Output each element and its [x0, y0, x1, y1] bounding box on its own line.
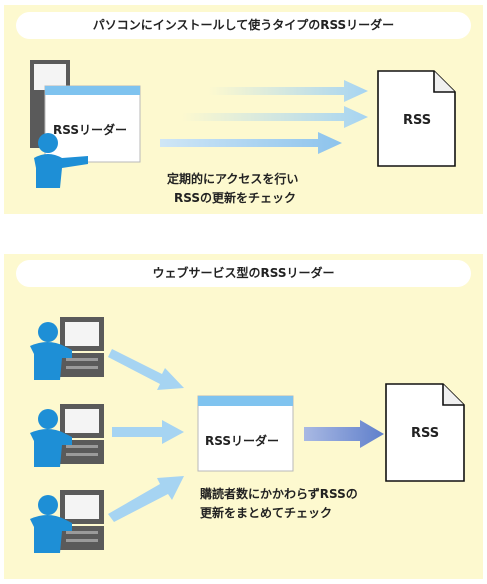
user-arrows-bottom: [108, 349, 184, 522]
caption-bottom-line1: 購読者数にかかわらずRSSの: [200, 487, 358, 501]
request-arrows-top: [160, 80, 368, 154]
reader-label-top: RSSリーダー: [53, 123, 127, 137]
reader-window-bottom: [197, 395, 294, 472]
caption-bottom-line2: 更新をまとめてチェック: [200, 506, 333, 520]
person-icon: [30, 409, 72, 467]
person-icon: [34, 133, 88, 188]
rss-label-top: RSS: [403, 113, 432, 128]
person-icon: [30, 322, 72, 380]
service-arrow-bottom: [304, 420, 384, 448]
reader-label-bottom: RSSリーダー: [205, 434, 279, 448]
computer-icon: [30, 60, 70, 148]
rss-document-bottom: [385, 383, 465, 482]
rss-label-bottom: RSS: [411, 426, 440, 441]
caption-top-line1: 定期的にアクセスを行い: [167, 172, 299, 186]
caption-top-line2: RSSの更新をチェック: [174, 191, 296, 205]
computer-icon: [60, 404, 104, 464]
computer-icon: [60, 490, 104, 550]
person-icon: [30, 495, 72, 553]
panel-title-top: パソコンにインストールして使うタイプのRSSリーダー: [16, 12, 471, 39]
reader-window-top: [44, 85, 141, 163]
rss-document-top: [377, 70, 456, 167]
computer-icon: [60, 317, 104, 377]
panel-title-bottom: ウェブサービス型のRSSリーダー: [16, 260, 471, 287]
